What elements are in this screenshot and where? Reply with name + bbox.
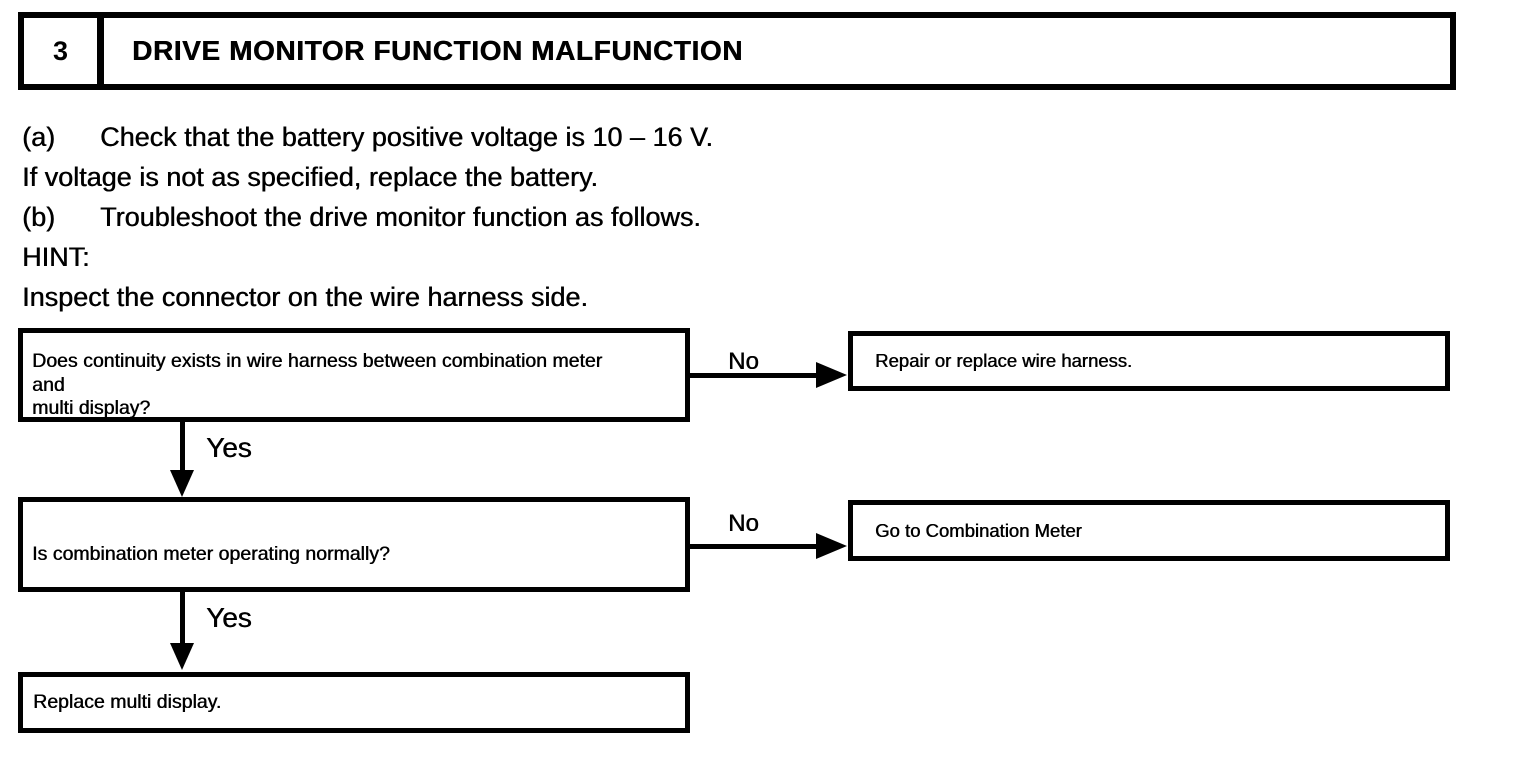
no-arrow-line-1-icon xyxy=(690,373,818,378)
flow-result-2-text: Go to Combination Meter xyxy=(875,519,1082,541)
flow-result-2: Go to Combination Meter xyxy=(848,500,1450,561)
flow-question-1-line1: Does continuity exists in wire harness b… xyxy=(32,350,603,372)
step-b-text: Troubleshoot the drive monitor function … xyxy=(100,202,701,232)
instructions: (a) Check that the battery positive volta… xyxy=(22,117,713,317)
step-a-label: (a) xyxy=(22,122,55,152)
instruction-step-b: (b) Troubleshoot the drive monitor functi… xyxy=(22,197,713,237)
flow-question-1-line3: multi display? xyxy=(32,397,151,419)
flow-question-1-line2: and xyxy=(32,373,65,396)
step-b-label: (b) xyxy=(22,202,55,232)
no-arrow-head-2-icon xyxy=(816,533,847,559)
voltage-note: If voltage is not as specified, replace … xyxy=(22,162,598,192)
section-header: 3 DRIVE MONITOR FUNCTION MALFUNCTION xyxy=(18,12,1456,90)
no-arrow-line-2-icon xyxy=(690,544,818,549)
instruction-step-a: (a) Check that the battery positive volta… xyxy=(22,117,713,157)
section-number: 3 xyxy=(24,18,104,84)
no-label-2: No xyxy=(728,510,759,537)
yes-arrow-head-1-icon xyxy=(170,470,194,497)
yes-label-2: Yes xyxy=(206,602,252,633)
flow-action-final-text: Replace multi display. xyxy=(33,691,222,713)
flow-result-1: Repair or replace wire harness. xyxy=(848,331,1450,391)
section-title: DRIVE MONITOR FUNCTION MALFUNCTION xyxy=(132,35,743,66)
flow-question-2-text: Is combination meter operating normally? xyxy=(32,543,390,565)
yes-arrow-line-2-icon xyxy=(180,592,185,645)
hint-label: HINT: xyxy=(22,242,90,272)
no-label-1: No xyxy=(728,348,759,375)
no-arrow-head-1-icon xyxy=(816,362,847,388)
flow-action-final: Replace multi display. xyxy=(18,672,690,733)
flow-question-1: Does continuity exists in wire harness b… xyxy=(18,328,690,422)
step-a-text: Check that the battery positive voltage … xyxy=(100,122,713,152)
yes-label-1: Yes xyxy=(206,432,252,463)
flow-result-1-text: Repair or replace wire harness. xyxy=(875,350,1133,371)
flow-question-2: Is combination meter operating normally? xyxy=(18,497,690,592)
hint-text: Inspect the connector on the wire harnes… xyxy=(22,282,588,312)
yes-arrow-head-2-icon xyxy=(170,643,194,670)
yes-arrow-line-1-icon xyxy=(180,422,185,472)
